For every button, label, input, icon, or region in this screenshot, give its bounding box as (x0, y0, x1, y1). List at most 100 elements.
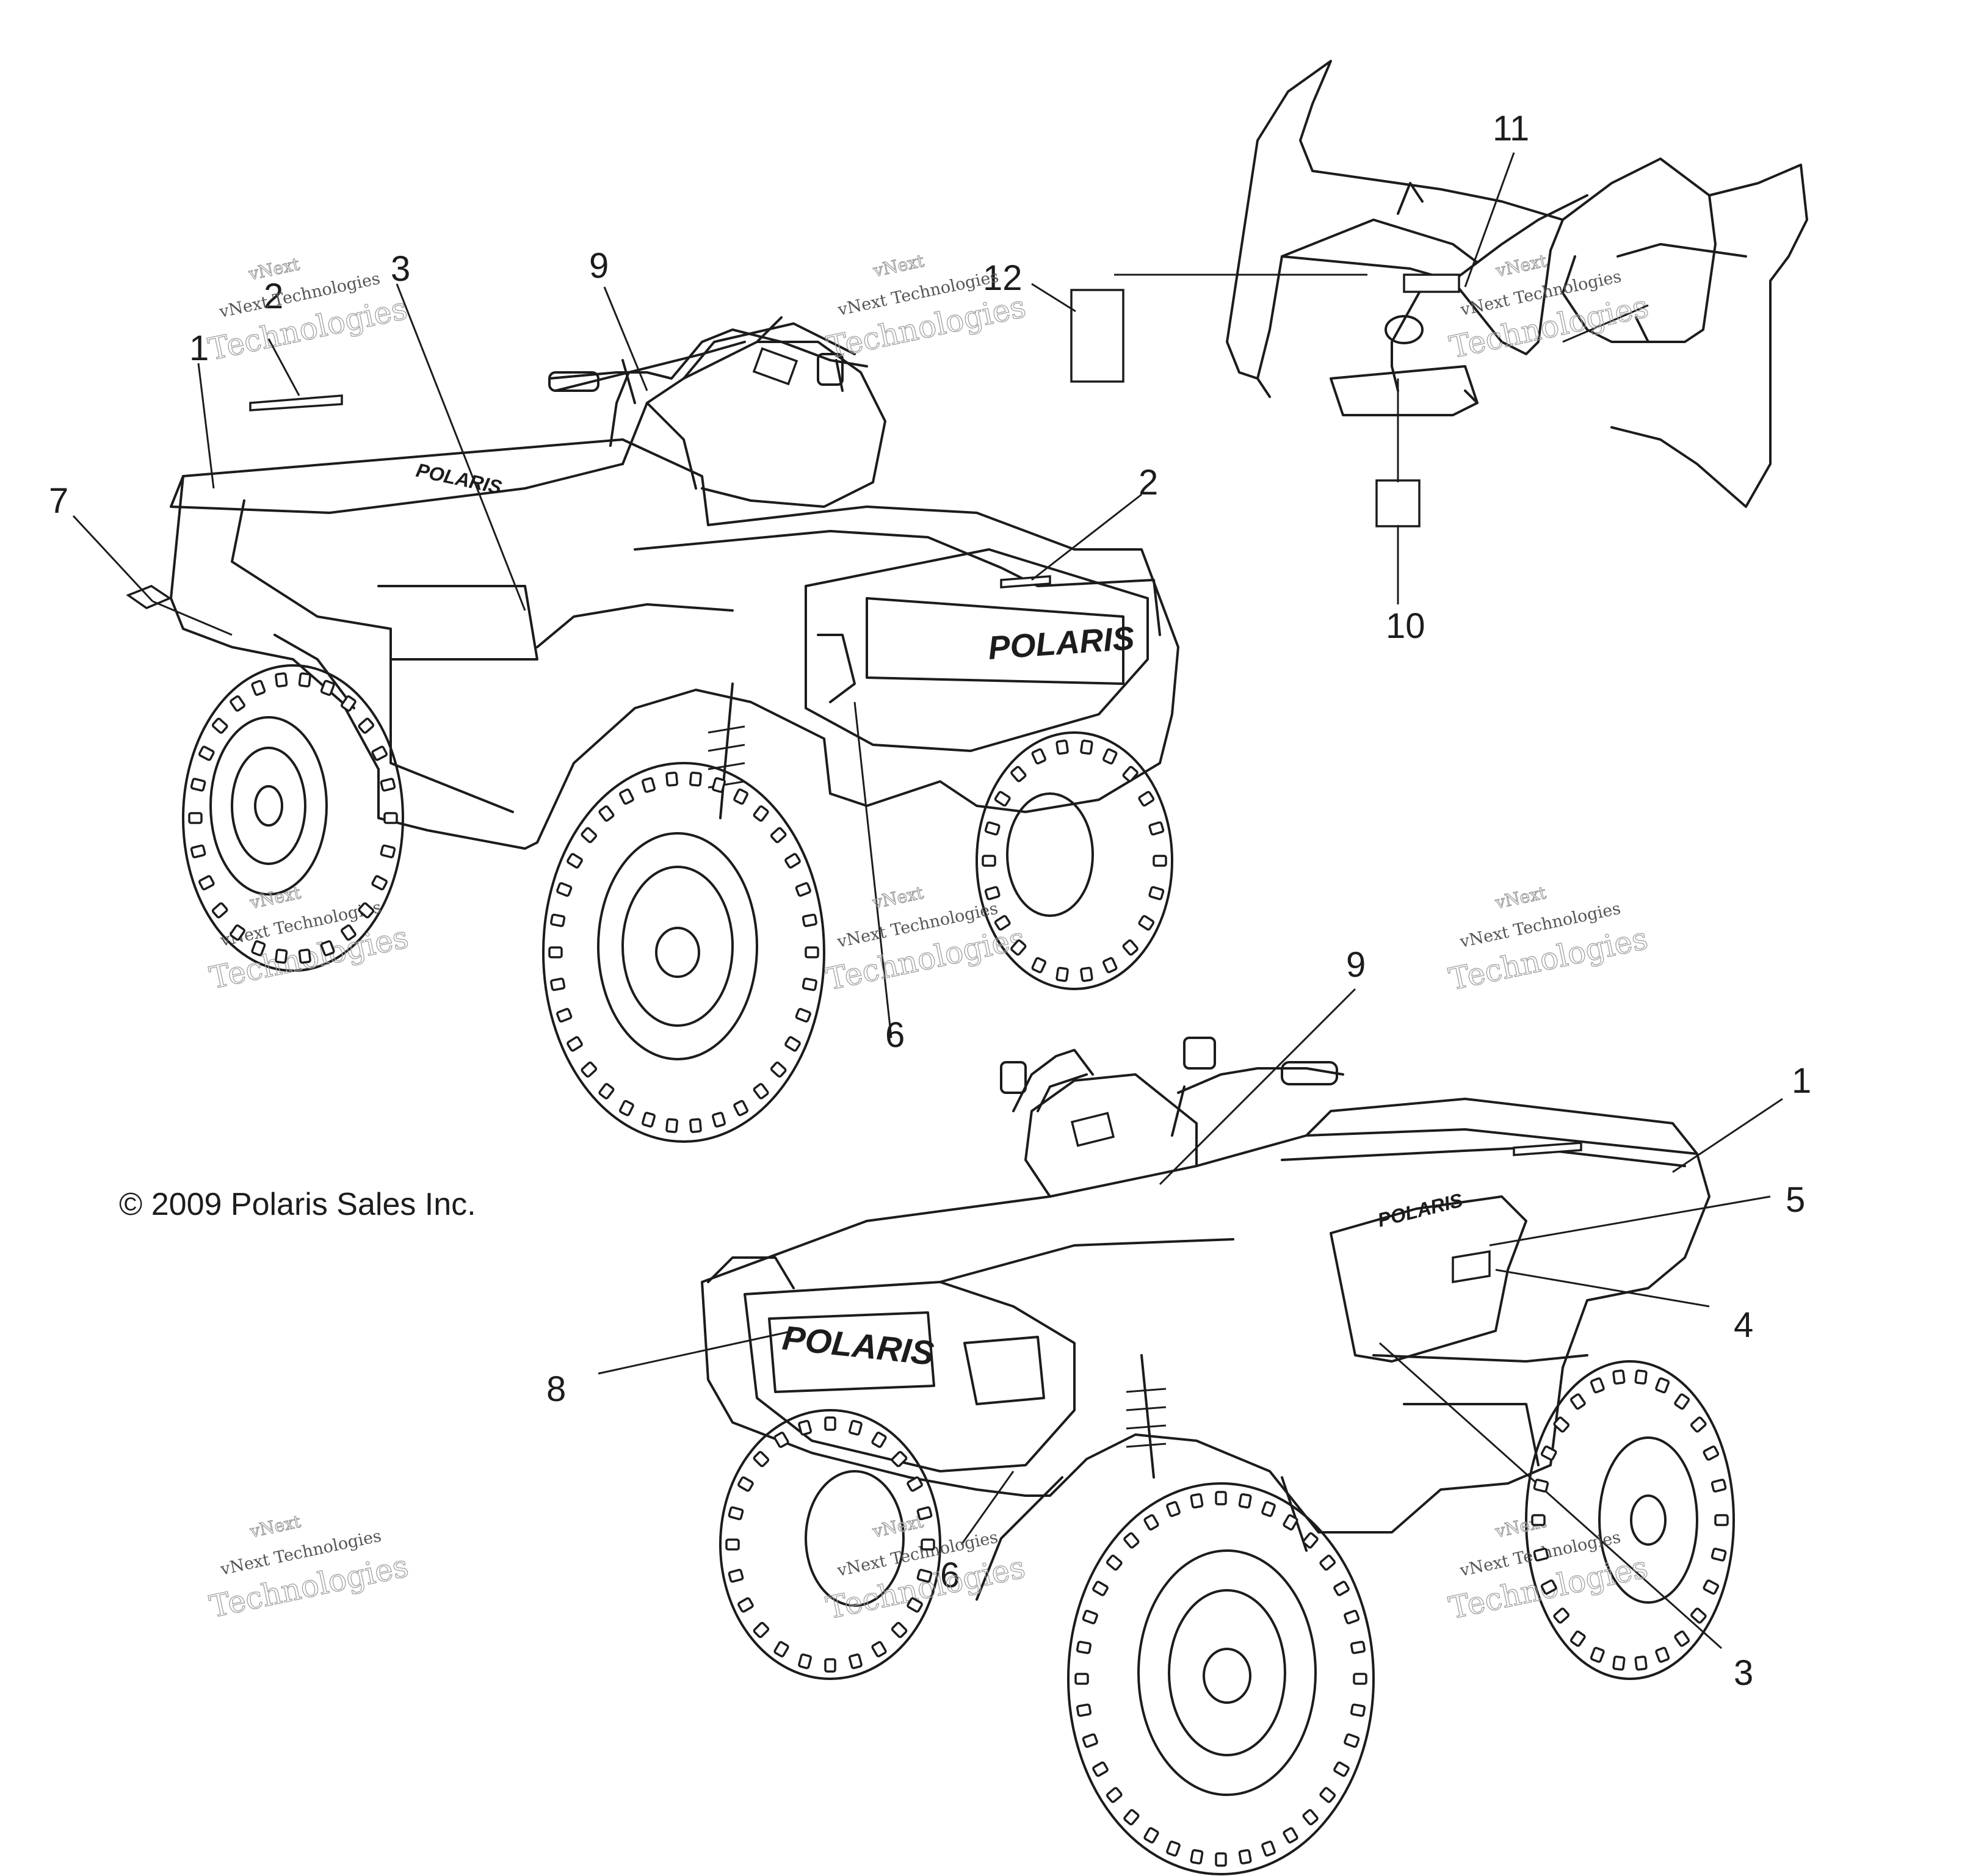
tread-block (1674, 1393, 1690, 1410)
tread-block (190, 844, 206, 858)
tread-block (1283, 1514, 1298, 1531)
tread-block (1612, 1369, 1626, 1385)
tread-block (1055, 966, 1069, 982)
tread-block (1123, 1532, 1140, 1549)
tread-block (665, 1118, 678, 1133)
callout-6-bottom: 6 (940, 1555, 960, 1595)
tread-block (737, 1476, 754, 1492)
tread-block (1092, 1761, 1109, 1777)
atv1-front-wheel (542, 762, 825, 1143)
tread-block (802, 977, 817, 991)
atv1-far-front-wheel (976, 731, 1173, 990)
tread-block (1010, 939, 1027, 956)
tread-block (773, 1641, 789, 1657)
tread-block (871, 1641, 887, 1657)
tread-block (1215, 1852, 1227, 1867)
callout-2-front: 2 (1139, 463, 1158, 502)
tread-block (712, 777, 726, 793)
tread-block (1148, 821, 1165, 836)
tread-block (358, 902, 375, 919)
tread-block (689, 1118, 702, 1133)
tread-block (921, 1538, 935, 1551)
tread-block (802, 913, 817, 927)
tread-block (728, 1568, 744, 1583)
tread-block (341, 695, 357, 712)
atv2-front-wheel (1067, 1482, 1375, 1875)
atv1-rear-wheel (182, 664, 404, 972)
tread-block (556, 1008, 573, 1023)
tread-block (1283, 1827, 1298, 1844)
tread-block (891, 1450, 908, 1468)
tread-block (1106, 1554, 1123, 1571)
tread-block (737, 1597, 754, 1613)
tread-block (1261, 1841, 1276, 1857)
tread-block (689, 772, 702, 787)
tread-block (188, 812, 203, 824)
tread-block (770, 1061, 787, 1078)
tread-block (773, 1432, 789, 1448)
svg-text:vNext: vNext (871, 250, 927, 281)
tread-block (753, 805, 769, 822)
svg-text:vNext: vNext (871, 1511, 926, 1541)
tread-block (1319, 1554, 1336, 1571)
tread-block (251, 940, 266, 957)
tread-block (1533, 1548, 1549, 1562)
tread-block (907, 1476, 923, 1492)
tread-block (1319, 1787, 1336, 1803)
svg-text:vNext: vNext (248, 1511, 303, 1541)
atv1-pod-decal (752, 347, 798, 386)
tread-block (753, 1083, 769, 1099)
tread-block (1080, 966, 1093, 982)
tread-block (642, 1112, 656, 1128)
tread-block (251, 679, 266, 696)
tread-block (798, 1653, 812, 1670)
tread-block (230, 924, 245, 941)
tread-block (1190, 1849, 1204, 1865)
watermark-2: vNext vNext Technologies Technologies (824, 250, 1029, 366)
tread-block (642, 777, 656, 793)
tread-block (1190, 1493, 1204, 1509)
callout-9-bottom: 9 (1346, 945, 1366, 985)
copyright-notice: © 2009 Polaris Sales Inc. (119, 1187, 476, 1222)
atv1-front-logo: POLARIS (987, 620, 1136, 667)
decal-12 (1070, 289, 1124, 383)
atv-rear-view: POLARIS POLARIS (126, 316, 1179, 1143)
tread-block (1102, 957, 1118, 974)
tread-block (1138, 914, 1155, 931)
tread-block (795, 1008, 811, 1023)
tread-block (581, 1061, 598, 1078)
tread-block (371, 745, 388, 761)
tread-block (871, 1432, 887, 1448)
tread-block (1333, 1761, 1350, 1777)
tread-block (907, 1597, 923, 1613)
tread-block (550, 913, 566, 927)
tread-block (1031, 748, 1047, 765)
tread-block (198, 745, 215, 761)
atv2-front-logo: POLARIS (781, 1318, 936, 1372)
callout-11: 11 (1493, 109, 1529, 148)
callout-1-bottom: 1 (1792, 1061, 1811, 1101)
atv1-body (170, 316, 1179, 850)
tread-block (805, 946, 819, 958)
tread-block (1590, 1646, 1605, 1663)
callout-labels: 1 2 3 7 9 12 11 10 2 6 9 1 5 4 8 3 6 (49, 109, 1811, 1693)
callout-10: 10 (1386, 606, 1425, 646)
tread-block (550, 977, 566, 991)
watermark-6: vNext vNext Technologies Technologies (1446, 882, 1651, 998)
tread-block (1055, 739, 1069, 755)
watermark-1: vNext vNext Technologies Technologies (205, 253, 411, 368)
tread-block (1302, 1809, 1319, 1826)
tread-block (1122, 939, 1139, 956)
callout-4: 4 (1734, 1305, 1753, 1345)
tread-block (1540, 1579, 1557, 1595)
tread-block (712, 1112, 726, 1128)
tread-block (891, 1621, 908, 1639)
tread-block (982, 855, 996, 867)
tread-block (1215, 1491, 1227, 1505)
tread-block (1703, 1579, 1720, 1595)
tread-block (1690, 1607, 1707, 1624)
tread-block (1655, 1646, 1670, 1663)
tread-block (1634, 1369, 1648, 1385)
leader-lines (72, 152, 1783, 1650)
